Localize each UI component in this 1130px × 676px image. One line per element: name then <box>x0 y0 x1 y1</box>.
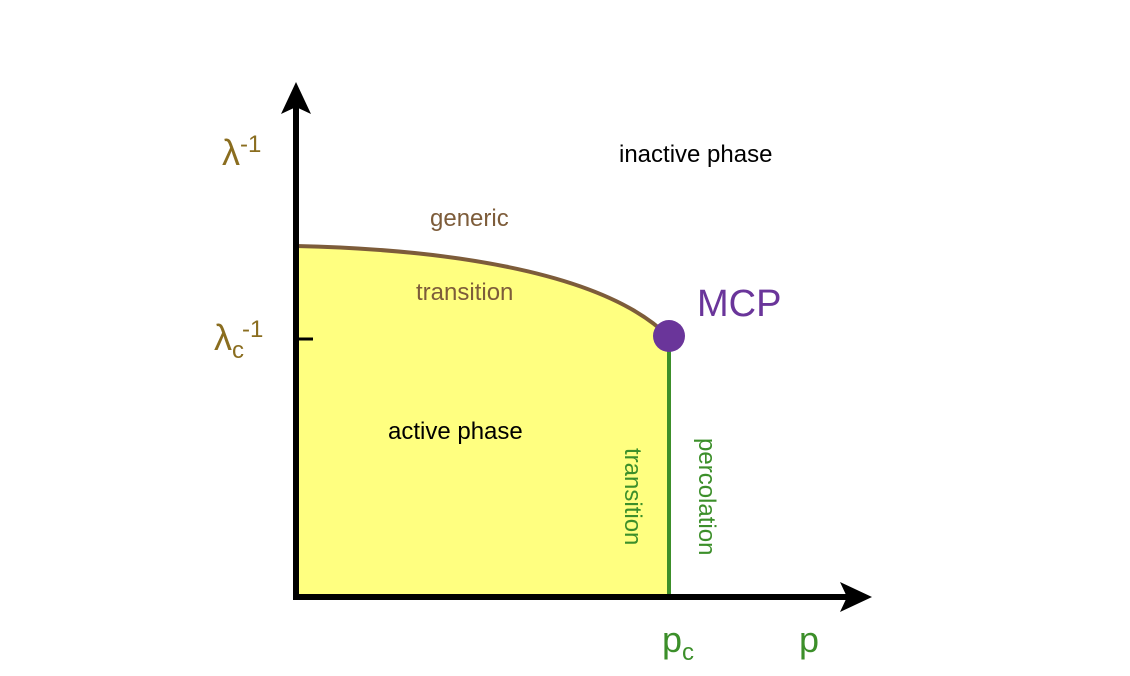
inactive-phase-label: inactive phase <box>619 141 773 168</box>
active-phase-label: active phase <box>388 418 523 445</box>
x-tick-label-base: p <box>662 619 683 660</box>
y-axis-label-base: λ <box>222 132 240 173</box>
x-axis-arrowhead <box>840 582 872 612</box>
y-tick-label-lambda-c: λc-1 <box>214 318 265 363</box>
y-tick-label-base: λ <box>214 317 232 358</box>
generic-transition-label: transition <box>416 279 514 306</box>
active-phase-region <box>296 246 669 597</box>
y-axis-label-sup: -1 <box>240 131 262 158</box>
y-axis-arrowhead <box>281 82 311 114</box>
y-tick-label-sub: c <box>232 337 244 365</box>
x-tick-label-pc: pc <box>662 622 694 665</box>
percolation-label: percolation <box>693 438 720 556</box>
y-tick-label-sup: -1 <box>242 316 264 343</box>
mcp-label: MCP <box>697 283 782 325</box>
percolation-transition-label: transition <box>619 448 646 546</box>
x-axis-label: p <box>799 619 820 660</box>
generic-label: generic <box>430 205 509 232</box>
y-axis-label: λ-1 <box>222 133 261 171</box>
generic-transition-line <box>295 244 671 339</box>
mcp-point <box>653 320 685 352</box>
x-tick-label-sub: c <box>682 639 695 667</box>
